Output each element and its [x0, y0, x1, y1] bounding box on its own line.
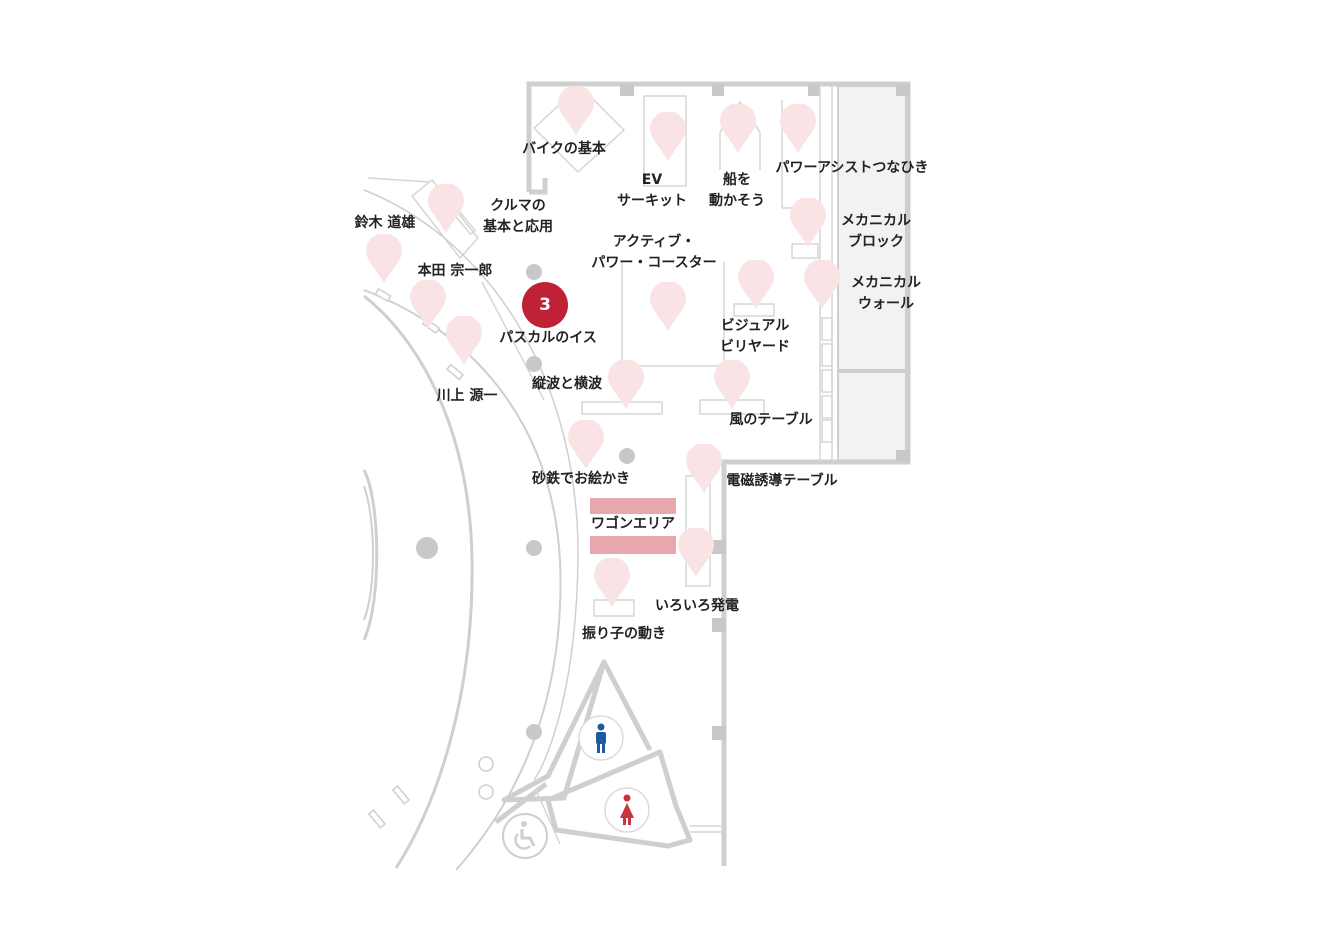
exhibit-label-mech-block[interactable]: メカニカル ブロック — [841, 213, 911, 250]
map-pin-icon[interactable] — [428, 184, 464, 234]
map-pin-icon[interactable] — [608, 360, 644, 410]
map-pin-icon[interactable] — [446, 316, 482, 366]
map-pin-icon[interactable] — [804, 260, 840, 310]
map-pin-icon[interactable] — [790, 198, 826, 248]
outer-walls — [526, 81, 911, 866]
exhibit-label-ev[interactable]: EV サーキット — [617, 172, 687, 209]
map-pin-icon[interactable] — [410, 280, 446, 330]
map-pin-icon[interactable] — [568, 420, 604, 470]
map-pin-icon[interactable] — [594, 558, 630, 608]
restroom-walls-detail — [535, 789, 722, 845]
exhibit-label-suzuki[interactable]: 鈴木 道雄 — [354, 215, 416, 231]
wheelchair-icon — [502, 813, 548, 859]
exhibit-label-active-coaster[interactable]: アクティブ・ パワー・コースター — [591, 234, 717, 271]
map-pin-icon[interactable] — [738, 260, 774, 310]
wagon-area — [590, 498, 676, 554]
restroom-area — [494, 659, 693, 849]
exhibit-label-power-assist[interactable]: パワーアシストつなひき — [775, 160, 929, 176]
exhibit-label-kawakami[interactable]: 川上 源一 — [436, 388, 498, 404]
wall-accents — [620, 84, 910, 740]
wagon-area-label: ワゴンエリア — [591, 516, 675, 532]
exhibit-label-ship[interactable]: 船を 動かそう — [709, 172, 765, 209]
map-pin-icon[interactable] — [366, 234, 402, 284]
map-pin-icon[interactable] — [720, 104, 756, 154]
map-pin-icon[interactable] — [780, 104, 816, 154]
map-pin-icon[interactable] — [714, 360, 750, 410]
exhibit-label-visual-billiard[interactable]: ビジュアル ビリヤード — [720, 318, 790, 355]
exhibit-label-mech-wall[interactable]: メカニカル ウォール — [851, 275, 921, 312]
map-pin-icon[interactable] — [558, 86, 594, 136]
male-restroom-icon — [578, 715, 624, 761]
exhibit-label-waves[interactable]: 縦波と横波 — [532, 376, 602, 392]
pillars — [416, 264, 635, 740]
storage-room-upper — [837, 85, 907, 371]
arc-seats — [367, 287, 494, 829]
exhibit-label-car[interactable]: クルマの 基本と応用 — [483, 198, 553, 235]
map-pin-icon[interactable] — [650, 112, 686, 162]
exhibit-label-wind-table[interactable]: 風のテーブル — [729, 412, 813, 428]
exhibit-label-em-table[interactable]: 電磁誘導テーブル — [726, 473, 838, 489]
map-pin-icon[interactable] — [650, 282, 686, 332]
storage-room-lower — [837, 371, 907, 463]
exhibit-label-honda[interactable]: 本田 宗一郎 — [417, 263, 493, 279]
female-restroom-icon — [604, 787, 650, 833]
active-exhibit-marker[interactable]: 3 — [522, 282, 568, 328]
exhibit-label-power-gen[interactable]: いろいろ発電 — [655, 598, 739, 614]
exhibit-label-bike[interactable]: バイクの基本 — [522, 141, 606, 157]
map-pin-icon[interactable] — [678, 528, 714, 578]
exhibit-label-pendulum[interactable]: 振り子の動き — [582, 626, 666, 642]
map-pin-icon[interactable] — [686, 444, 722, 494]
exhibit-label-sand-iron[interactable]: 砂鉄でお絵かき — [532, 471, 630, 487]
exhibit-label-pascal[interactable]: パスカルのイス — [499, 330, 597, 346]
